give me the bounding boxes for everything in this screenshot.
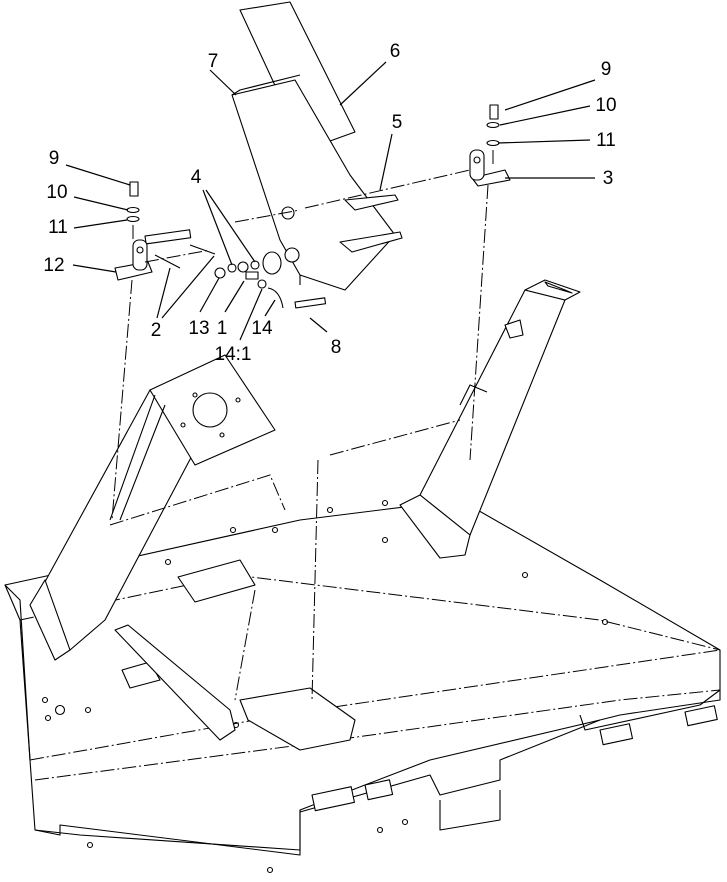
diagonal-brace [114, 624, 236, 741]
callout-14: 14 [251, 318, 273, 339]
callout-2: 2 [151, 320, 162, 341]
callout-9-left: 9 [49, 148, 60, 169]
pedal-mount-plate [149, 354, 276, 466]
pedal-assembly [231, 1, 403, 291]
floor-plate [239, 687, 356, 751]
callout-6: 6 [390, 41, 401, 62]
callout-10-left: 10 [46, 182, 67, 203]
right-tube [329, 279, 581, 559]
callout-13: 13 [188, 318, 209, 339]
pivot-pin [144, 229, 192, 245]
callout-5: 5 [392, 112, 403, 133]
callout-12: 12 [43, 255, 64, 276]
callout-7: 7 [208, 51, 219, 72]
hardware [111, 104, 511, 701]
bumper [262, 251, 282, 275]
pedal-arm [231, 79, 396, 291]
floor-cutout [121, 661, 161, 689]
floor-cutout [177, 559, 256, 603]
callout-3: 3 [603, 168, 614, 189]
callout-1: 1 [217, 318, 228, 339]
callout-9-right: 9 [601, 59, 612, 80]
callout-8: 8 [331, 337, 342, 358]
right-bracket [471, 169, 511, 187]
callout-4: 4 [191, 167, 202, 188]
cotter-pins [154, 244, 216, 269]
frame-assembly [4, 499, 721, 874]
callout-14-1: 14:1 [215, 344, 252, 365]
callout-11-left: 11 [48, 217, 68, 238]
left-post [29, 354, 286, 661]
callout-leaders [65, 61, 596, 341]
callout-11-right: 11 [596, 130, 616, 151]
callout-10-right: 10 [595, 95, 616, 116]
callout-labels: 7 6 9 10 11 5 3 9 10 11 4 12 2 13 1 14 1… [43, 41, 616, 365]
bolt [294, 297, 327, 309]
